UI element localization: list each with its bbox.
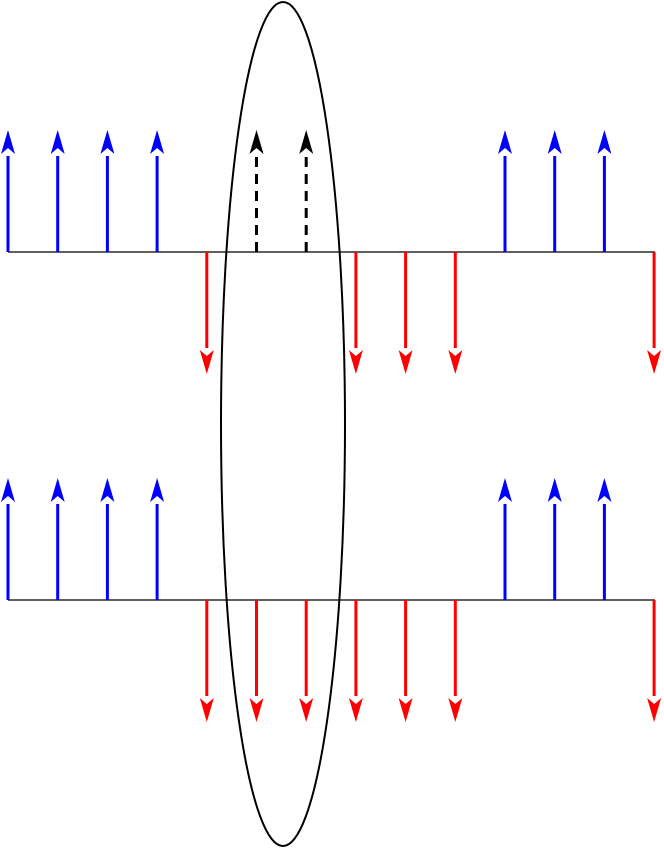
spin-up-arrow: [597, 130, 612, 252]
spin-up-arrow: [50, 478, 65, 600]
spin-down-arrow: [398, 252, 413, 374]
flipped-spin-arrow: [299, 130, 314, 252]
spin-up-arrow: [547, 478, 562, 600]
chains-layer: [1, 130, 662, 722]
bottom-chain: [1, 478, 662, 722]
spin-down-arrow: [448, 600, 463, 722]
spin-up-arrow: [150, 478, 165, 600]
spin-down-arrow: [348, 600, 363, 722]
spin-up-arrow: [1, 478, 15, 600]
spin-up-arrow: [100, 130, 115, 252]
spin-down-arrow: [199, 600, 214, 722]
spin-up-arrow: [498, 130, 512, 252]
spin-up-arrow: [547, 130, 562, 252]
spin-down-arrow: [249, 600, 264, 722]
spin-down-arrow: [398, 600, 413, 722]
top-chain: [1, 130, 662, 374]
spin-down-arrow: [199, 252, 214, 374]
spin-up-arrow: [597, 478, 612, 600]
spin-up-arrow: [498, 478, 512, 600]
spin-down-arrow: [647, 600, 662, 722]
spin-up-arrow: [1, 130, 15, 252]
spin-up-arrow: [50, 130, 65, 252]
spin-up-arrow: [150, 130, 165, 252]
spin-down-arrow: [647, 252, 662, 374]
flipped-spin-arrow: [249, 130, 264, 252]
spin-up-arrow: [100, 478, 115, 600]
spin-down-arrow: [448, 252, 463, 374]
spin-down-arrow: [299, 600, 314, 722]
highlight-ellipse: [220, 1, 346, 847]
spin-down-arrow: [348, 252, 363, 374]
